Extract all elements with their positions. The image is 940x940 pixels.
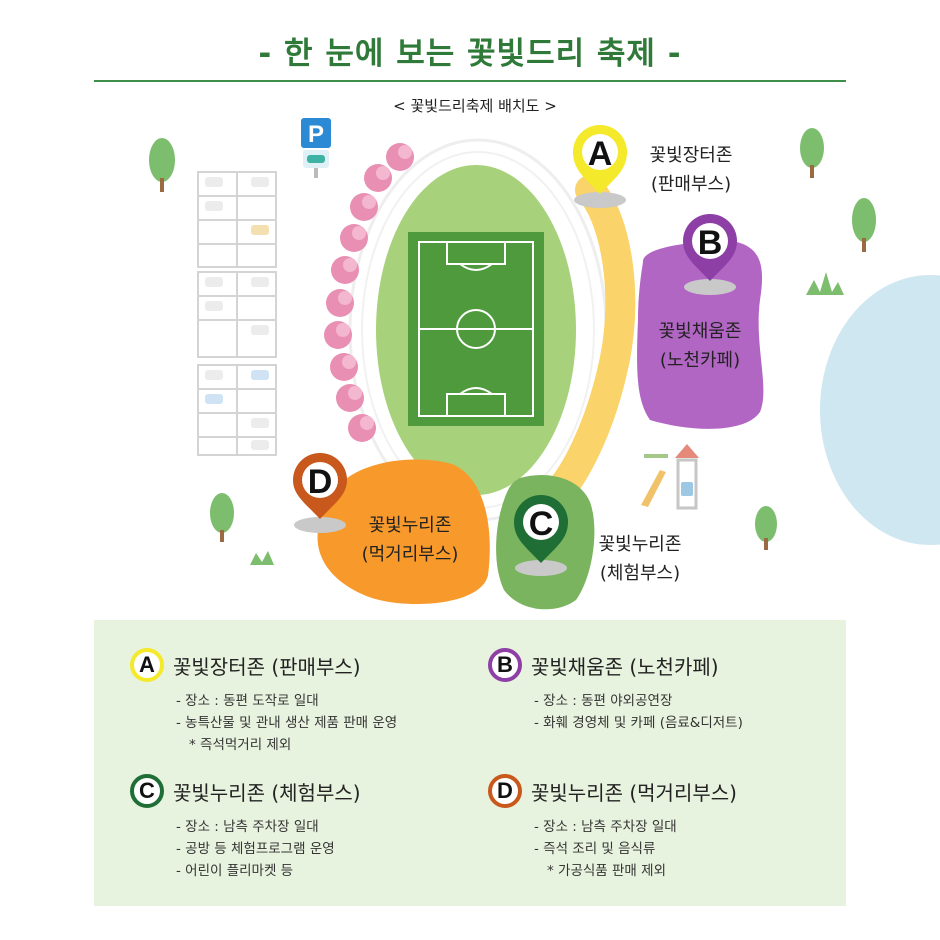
legend-zone-b-line: - 화훼 경영체 및 카페 (음료&디저트)	[534, 715, 743, 731]
zone-a-badge: A	[130, 648, 164, 682]
legend-panel: A 꽃빛장터존 (판매부스) - 장소 : 동편 도작로 일대 - 농특산물 및…	[94, 620, 846, 906]
zone-d-pin-icon: D	[293, 453, 347, 533]
lake	[820, 275, 940, 545]
legend-zone-a-title: 꽃빛장터존 (판매부스)	[173, 654, 361, 679]
legend-zone-a-line: - 장소 : 동편 도작로 일대	[176, 693, 319, 709]
map-subtitle: < 꽃빛드리축제 배치도 >	[393, 97, 557, 115]
zone-b-pin-icon: B	[683, 214, 737, 295]
zone-a-pin-letter: A	[588, 135, 613, 173]
legend-zone-b-title: 꽃빛채움존 (노천카페)	[531, 654, 719, 679]
zone-d-pin-letter: D	[308, 463, 333, 501]
zone-b-type: (노천카페)	[660, 350, 740, 371]
zone-d-name: 꽃빛누리존	[369, 515, 452, 536]
zone-a-pin-icon: A	[573, 125, 627, 208]
legend-zone-d: D 꽃빛누리존 (먹거리부스) - 장소 : 남측 주차장 일대 - 즉석 조리…	[488, 774, 737, 882]
zone-d-type: (먹거리부스)	[362, 544, 459, 565]
legend-zone-c-line: - 공방 등 체험프로그램 운영	[176, 841, 335, 857]
zone-b-name: 꽃빛채움존	[659, 321, 742, 342]
legend-zone-b-line: - 장소 : 동편 야외공연장	[534, 693, 673, 709]
zone-a-name: 꽃빛장터존	[650, 145, 733, 166]
playground-icon	[641, 444, 699, 510]
title-divider	[94, 80, 846, 82]
legend-zone-c-line: - 장소 : 남측 주차장 일대	[176, 819, 319, 835]
zone-c-type: (체험부스)	[600, 563, 680, 584]
zone-b-pin-letter: B	[698, 224, 723, 262]
parked-cars	[205, 177, 269, 450]
zone-c-pin-letter: C	[529, 505, 554, 543]
legend-zone-c-title: 꽃빛누리존 (체험부스)	[173, 780, 361, 805]
zone-c-pin-icon: C	[514, 495, 568, 576]
zone-d-area	[317, 459, 490, 605]
parking-letter: P	[308, 121, 324, 148]
legend-zone-a-note: * 즉석먹거리 제외	[189, 737, 292, 753]
festival-map: P	[149, 97, 940, 610]
parking-sign-icon: P	[301, 118, 331, 178]
legend-zone-a: A 꽃빛장터존 (판매부스) - 장소 : 동편 도작로 일대 - 농특산물 및…	[130, 648, 397, 756]
legend-zone-b: B 꽃빛채움존 (노천카페) - 장소 : 동편 야외공연장 - 화훼 경영체 …	[488, 648, 743, 734]
zone-a-area	[545, 175, 636, 505]
legend-zone-c: C 꽃빛누리존 (체험부스) - 장소 : 남측 주차장 일대 - 공방 등 체…	[130, 774, 361, 882]
legend-zone-a-line: - 농특산물 및 관내 생산 제품 판매 운영	[176, 715, 398, 731]
zone-c-badge: C	[130, 774, 164, 808]
cherry-blossom-trees	[324, 143, 414, 442]
legend-zone-d-line: - 장소 : 남측 주차장 일대	[534, 819, 677, 835]
green-trees	[149, 128, 876, 565]
soccer-pitch	[408, 232, 544, 426]
zone-b-badge: B	[488, 648, 522, 682]
zone-a-type: (판매부스)	[651, 174, 731, 195]
zone-d-badge: D	[488, 774, 522, 808]
legend-zone-c-line: - 어린이 플리마켓 등	[176, 863, 294, 879]
legend-zone-d-line: - 즉석 조리 및 음식류	[534, 841, 656, 857]
legend-zone-d-note: * 가공식품 판매 제외	[547, 863, 666, 879]
parking-lot	[197, 171, 277, 456]
zone-c-name: 꽃빛누리존	[599, 534, 682, 555]
page-title: - 한 눈에 보는 꽃빛드리 축제 -	[258, 36, 682, 72]
legend-zone-d-title: 꽃빛누리존 (먹거리부스)	[531, 780, 737, 805]
